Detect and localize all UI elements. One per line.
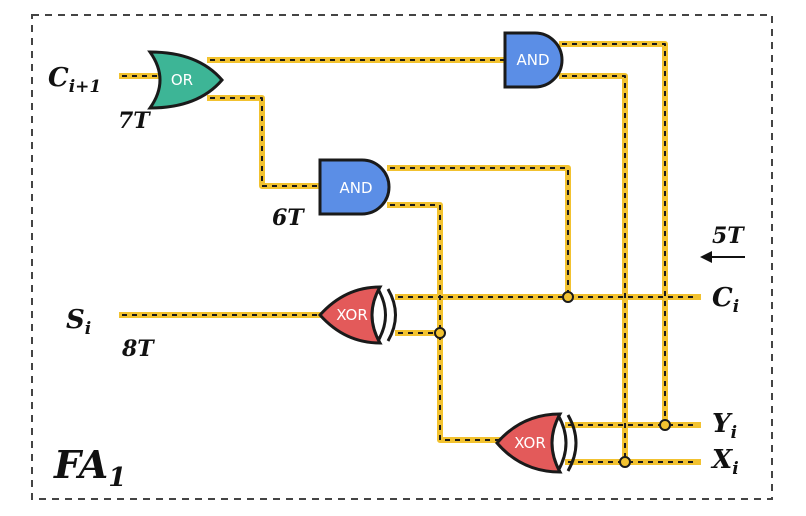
xor-gate-mid: XOR <box>317 285 397 345</box>
c-in-label: Ci+1 <box>48 63 101 97</box>
wires-dash <box>122 43 698 463</box>
xor-gate-bottom-label: XOR <box>514 434 546 452</box>
junction-dot <box>659 419 671 431</box>
xor-gate-bottom: XOR <box>495 412 578 474</box>
wire-and-top-out-b <box>559 73 628 465</box>
y-out-label: Yi <box>712 409 737 443</box>
junction-dot <box>619 456 631 468</box>
and-gate-top-label: AND <box>516 51 549 69</box>
and-mid-timing-label: 6T <box>272 205 305 231</box>
wire-and-mid-out-b <box>387 202 508 443</box>
and-gate-mid: AND <box>318 158 391 216</box>
junction-dot <box>562 291 574 303</box>
wires <box>119 41 701 465</box>
s-in-label: Si <box>66 305 91 339</box>
or-gate-label: OR <box>171 71 193 89</box>
x-out-label: Xi <box>710 445 739 479</box>
xor-gate-mid-label: XOR <box>336 306 368 324</box>
or-timing-label: 7T <box>118 108 151 134</box>
wire-and-top-out-a <box>559 41 668 428</box>
or-gate: OR <box>147 50 224 110</box>
xor-mid-timing-label: 8T <box>121 336 155 362</box>
c-out-label: Ci <box>712 283 739 317</box>
left-arrow-icon <box>700 251 745 263</box>
and-gate-mid-label: AND <box>339 179 372 197</box>
and-gate-top: AND <box>503 31 564 89</box>
junctions <box>434 291 671 468</box>
wire-or-to-and-mid <box>207 95 323 189</box>
diagram-title: FA1 <box>53 442 126 493</box>
wire-and-mid-out-a <box>387 165 571 300</box>
diagram-frame <box>31 14 773 500</box>
junction-dot <box>434 327 446 339</box>
arrow-timing-label: 5T <box>712 223 745 249</box>
